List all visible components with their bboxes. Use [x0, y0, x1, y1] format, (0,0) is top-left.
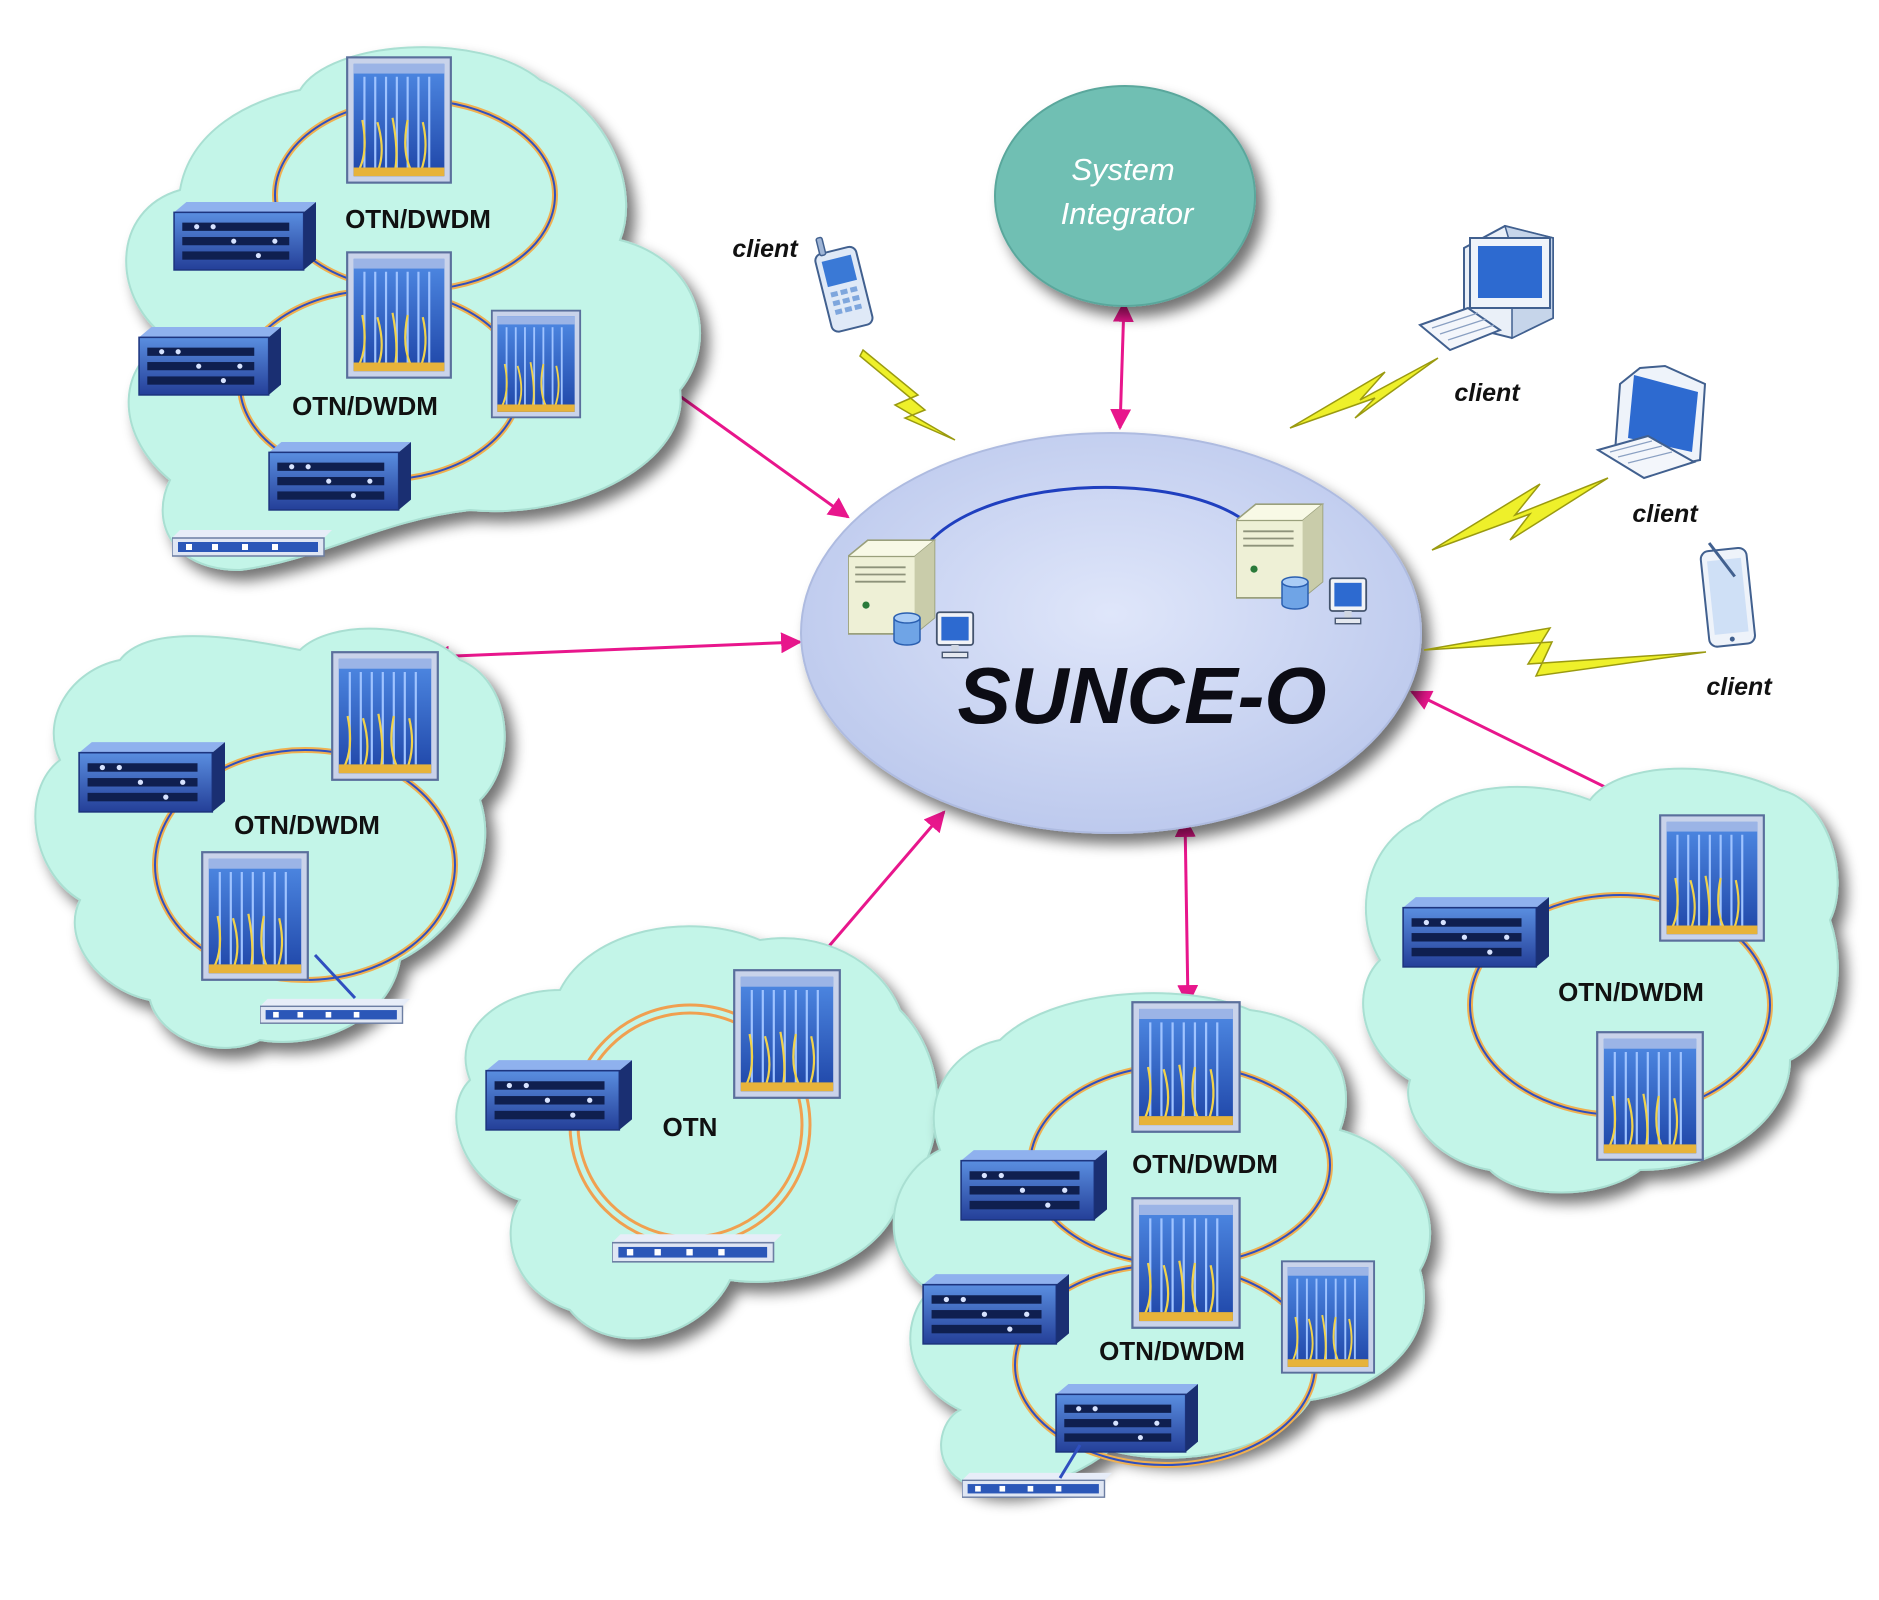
system-integrator: System Integrator	[994, 85, 1256, 307]
otn-rack-device	[331, 651, 439, 781]
laptop-icon	[1595, 364, 1707, 480]
network-3-label: OTN	[663, 1112, 718, 1142]
sunce-o-hub: SUNCE-O	[800, 432, 1422, 834]
system-integrator-line2: Integrator	[1061, 196, 1195, 231]
network-1-label-2: OTN/DWDM	[292, 391, 438, 421]
link-network-4	[1174, 815, 1199, 1007]
dwdm-chassis-device	[960, 1149, 1108, 1221]
otn-rack-device	[346, 251, 452, 379]
dwdm-chassis-device	[485, 1059, 633, 1131]
client-label: client	[732, 235, 799, 263]
otn-rack-device	[490, 309, 582, 419]
otn-rack-device	[733, 969, 841, 1099]
client-laptop: client	[1595, 364, 1707, 528]
dwdm-chassis-device	[268, 441, 412, 511]
link-network-2	[427, 632, 803, 667]
access-switch-device	[172, 529, 332, 557]
access-switch-device	[612, 1233, 782, 1263]
otn-rack-device	[1131, 1197, 1241, 1329]
client-mobile: client	[732, 235, 874, 333]
lightning-bolt-icon	[1289, 357, 1439, 429]
otn-rack-device	[201, 851, 309, 981]
dwdm-chassis-device	[1402, 896, 1550, 968]
dwdm-chassis-device	[1055, 1383, 1199, 1453]
lightning-bolt-icon	[1431, 477, 1609, 551]
network-cloud-4: OTN/DWDM OTN/DWDM	[892, 992, 1431, 1498]
client-desktop: client	[1418, 224, 1554, 407]
dwdm-chassis-device	[138, 326, 282, 396]
client-label: client	[1706, 673, 1773, 701]
otn-rack-device	[1131, 1001, 1241, 1133]
network-4-label-1: OTN/DWDM	[1132, 1149, 1278, 1179]
network-cloud-2: OTN/DWDM	[34, 627, 506, 1049]
dwdm-chassis-device	[922, 1273, 1070, 1345]
mobile-phone-icon	[814, 236, 874, 333]
network-cloud-5: OTN/DWDM	[1362, 767, 1839, 1194]
network-cloud-3: OTN	[455, 925, 939, 1340]
dwdm-chassis-device	[173, 201, 317, 271]
system-integrator-line1: System	[1071, 152, 1174, 187]
client-label: client	[1454, 379, 1521, 407]
database-icon	[1281, 576, 1309, 610]
otn-rack-device	[346, 56, 452, 184]
lightning-bolt-icon	[859, 348, 956, 441]
network-4-label-2: OTN/DWDM	[1099, 1336, 1245, 1366]
network-cloud-1: OTN/DWDM OTN/DWDM	[125, 46, 701, 572]
network-2-label: OTN/DWDM	[234, 810, 380, 840]
client-tablet: client	[1699, 542, 1773, 701]
desktop-computer-icon	[1418, 224, 1554, 352]
link-system-integrator	[1110, 300, 1134, 431]
hub-title: SUNCE-O	[958, 651, 1327, 740]
otn-rack-device	[1596, 1031, 1704, 1161]
tablet-icon	[1699, 542, 1756, 648]
server-icon	[1236, 503, 1324, 599]
network-1-label-1: OTN/DWDM	[345, 204, 491, 234]
network-5-label: OTN/DWDM	[1558, 977, 1704, 1007]
server-icon	[848, 539, 936, 635]
dwdm-chassis-device	[78, 741, 226, 813]
otn-rack-device	[1280, 1260, 1376, 1374]
access-switch-device	[962, 1472, 1112, 1498]
access-switch-device	[260, 998, 410, 1024]
lightning-bolt-icon	[1423, 626, 1707, 677]
client-label: client	[1632, 500, 1699, 528]
wireless-links	[859, 348, 1707, 677]
database-icon	[893, 612, 921, 646]
otn-rack-device	[1659, 814, 1765, 942]
